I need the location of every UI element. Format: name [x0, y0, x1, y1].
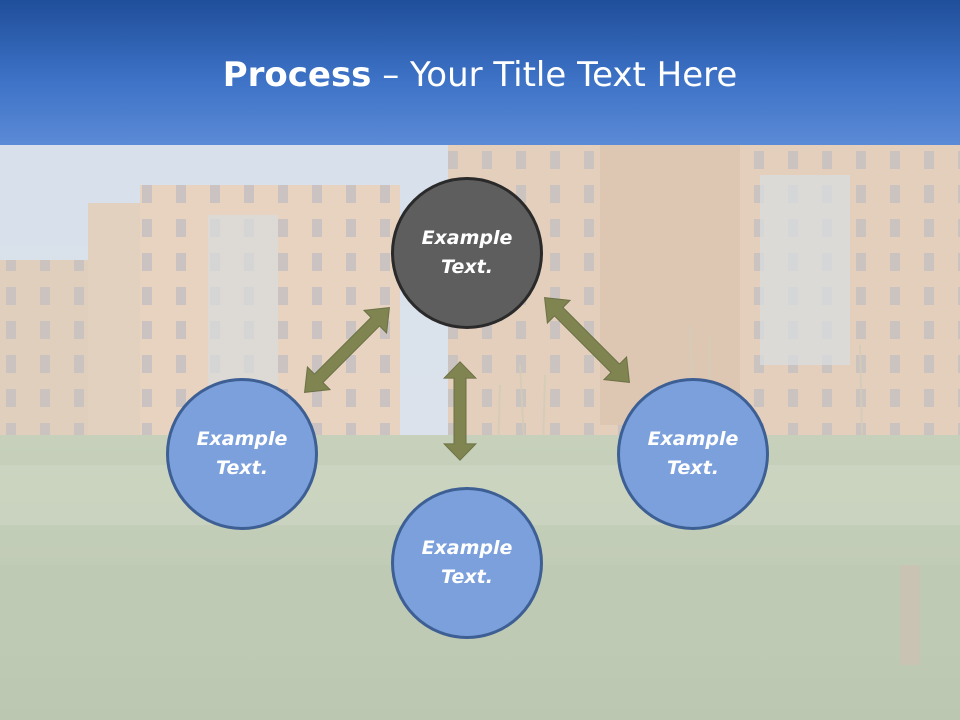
title-rest-text: – Your Title Text Here — [371, 55, 738, 95]
left-node-text: Example Text. — [196, 428, 288, 479]
center-node: Example Text. — [391, 177, 543, 329]
bottom-node-text: Example Text. — [421, 537, 513, 588]
title-bar: Process – Your Title Text Here — [0, 0, 960, 145]
arrow-center-bottom — [443, 361, 477, 461]
right-node: Example Text. — [617, 378, 769, 530]
title-bold-text: Process — [222, 55, 372, 95]
slide-title: Process – Your Title Text Here — [0, 52, 960, 98]
arrow-center-right — [532, 285, 642, 395]
bottom-node: Example Text. — [391, 487, 543, 639]
left-node: Example Text. — [166, 378, 318, 530]
arrow-center-left — [292, 295, 402, 405]
right-node-text: Example Text. — [647, 428, 739, 479]
center-node-text: Example Text. — [421, 227, 513, 278]
